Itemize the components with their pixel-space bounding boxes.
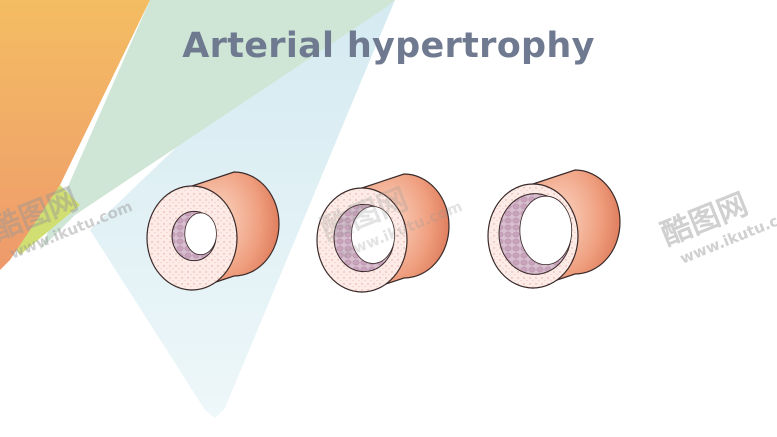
green-shape: [40, 0, 395, 250]
vessel-lumen: [184, 212, 217, 256]
slide-title: Arterial hypertrophy: [182, 26, 595, 66]
lime-shape: [10, 185, 80, 255]
mild-hypertrophy-artery: [316, 173, 450, 293]
vessel-lumen: [350, 206, 395, 264]
vessel-lumen: [519, 195, 573, 265]
normal-artery: [146, 171, 280, 291]
orange-shape: [0, 0, 150, 270]
advanced-hypertrophy-artery: [487, 169, 621, 289]
